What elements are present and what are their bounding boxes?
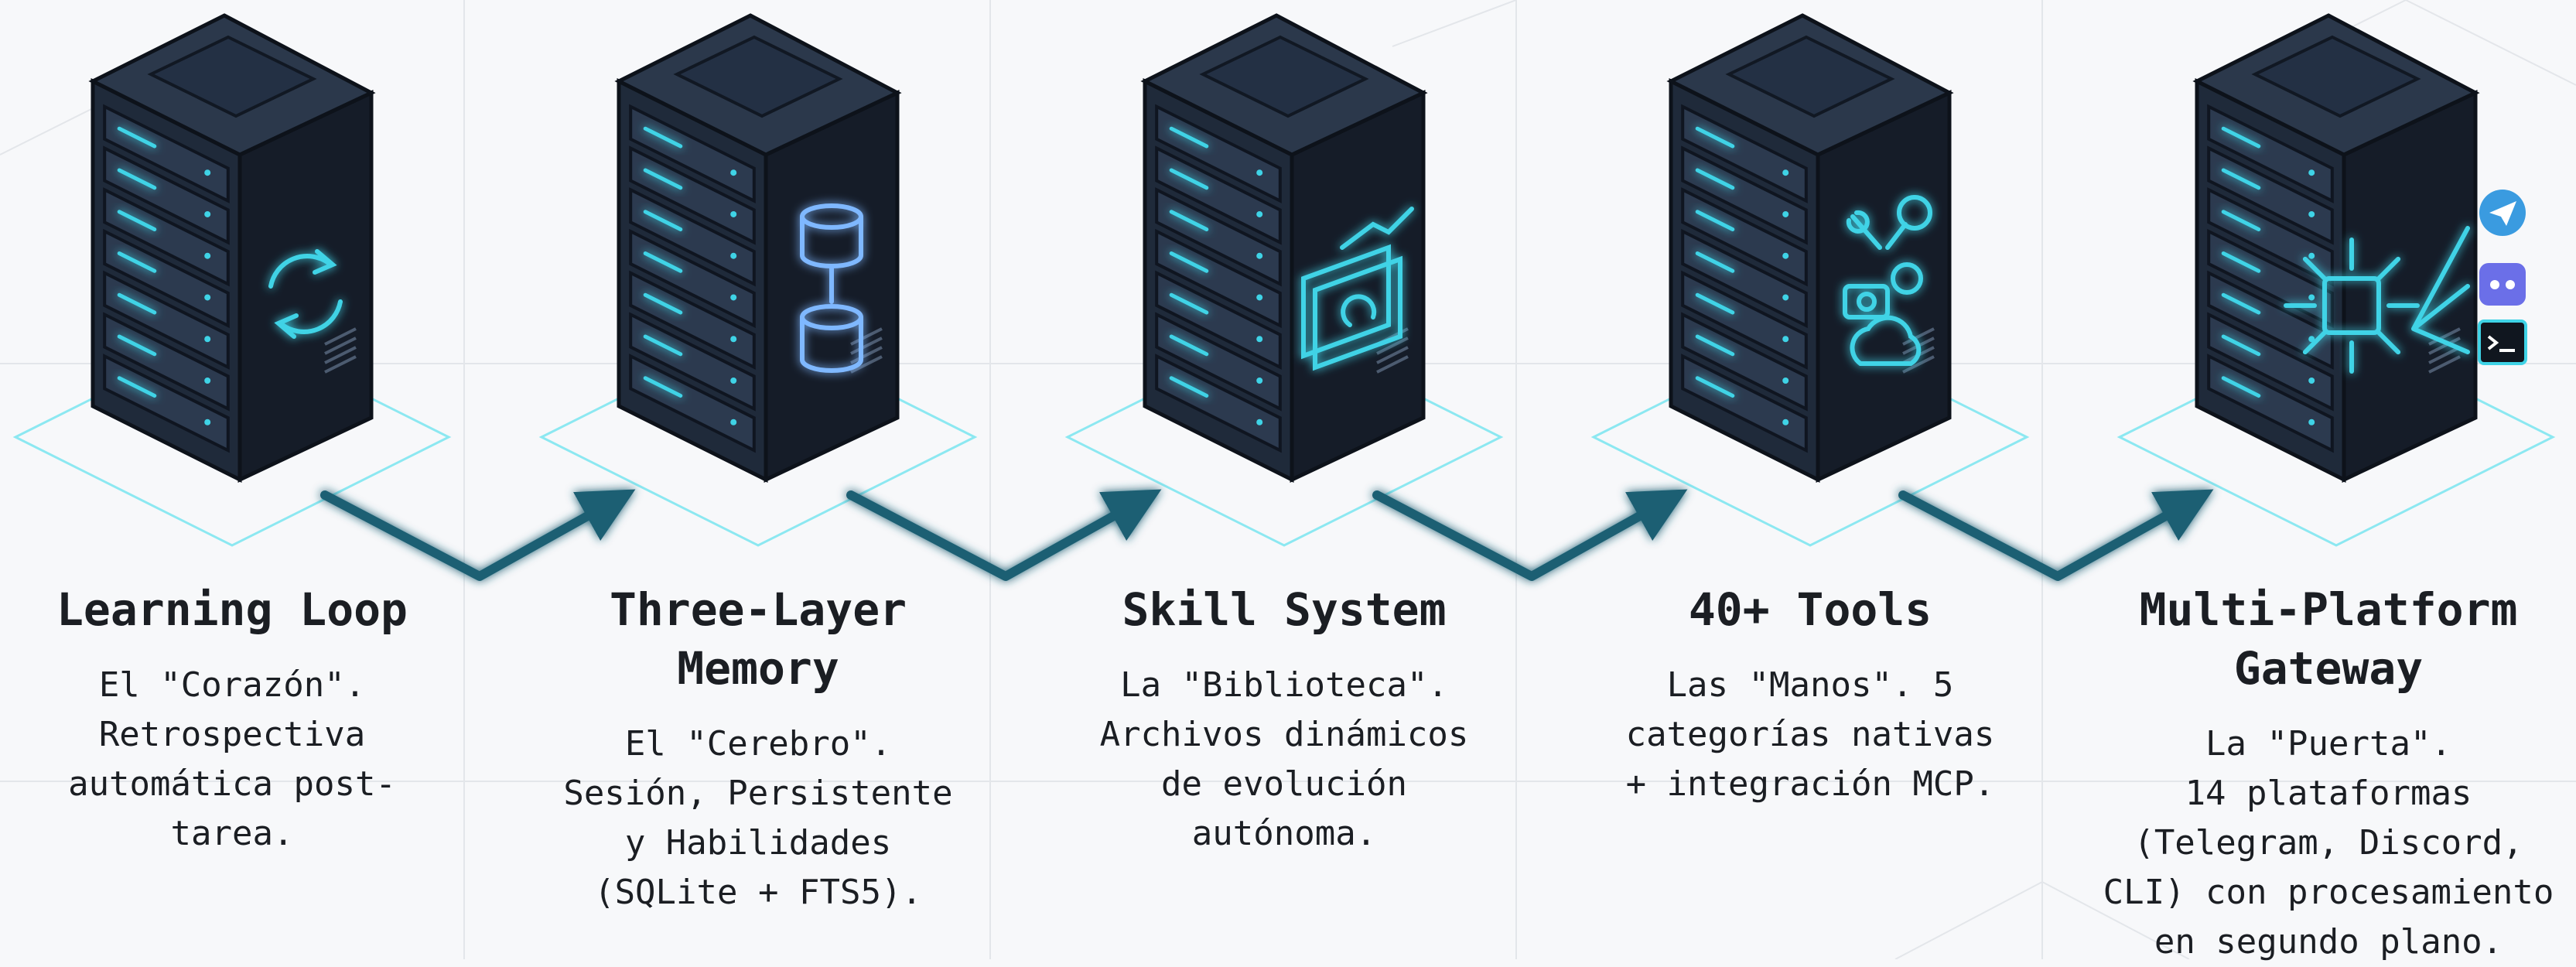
module-title: 40+ Tools — [1688, 583, 1932, 636]
module-learning-loop: Learning Loop El "Corazón". Retrospectiv… — [0, 580, 480, 859]
sync-arrows-icon — [268, 249, 343, 339]
server-tower — [1140, 13, 1428, 483]
module-skill-system: Skill System La "Biblioteca". Archivos d… — [1037, 580, 1532, 859]
module-description: Las "Manos". 5 categorías nativas + inte… — [1625, 665, 1995, 804]
module-title: Three-Layer Memory — [609, 583, 907, 695]
module-title: Learning Loop — [56, 583, 408, 636]
server-tower — [2192, 13, 2527, 483]
database-stack-icon — [800, 203, 863, 373]
folder-growth-icon — [1301, 207, 1414, 371]
terminal-icon — [2478, 319, 2527, 365]
discord-icon — [2479, 263, 2526, 306]
module-description: El "Corazón". Retrospectiva automática p… — [68, 665, 396, 853]
module-multi-platform-gateway: Multi-Platform Gateway La "Puerta". 14 p… — [2081, 580, 2576, 967]
module-40-tools: 40+ Tools Las "Manos". 5 categorías nati… — [1563, 580, 2058, 809]
module-description: La "Puerta". 14 plataformas (Telegram, D… — [2103, 724, 2554, 962]
telegram-icon — [2479, 190, 2526, 236]
server-tower — [88, 13, 376, 483]
module-description: La "Biblioteca". Archivos dinámicos de e… — [1099, 665, 1469, 853]
server-tower — [1666, 13, 1954, 483]
server-tower — [614, 13, 902, 483]
module-description: El "Cerebro". Sesión, Persistente y Habi… — [563, 724, 953, 912]
module-title: Skill System — [1122, 583, 1447, 636]
bottom-connectors — [320, 489, 2214, 581]
module-title: Multi-Platform Gateway — [2139, 583, 2518, 695]
module-three-layer-memory: Three-Layer Memory El "Cerebro". Sesión,… — [511, 580, 1006, 917]
gateway-hub-icon — [2284, 226, 2470, 374]
tools-icon — [1843, 195, 1932, 366]
